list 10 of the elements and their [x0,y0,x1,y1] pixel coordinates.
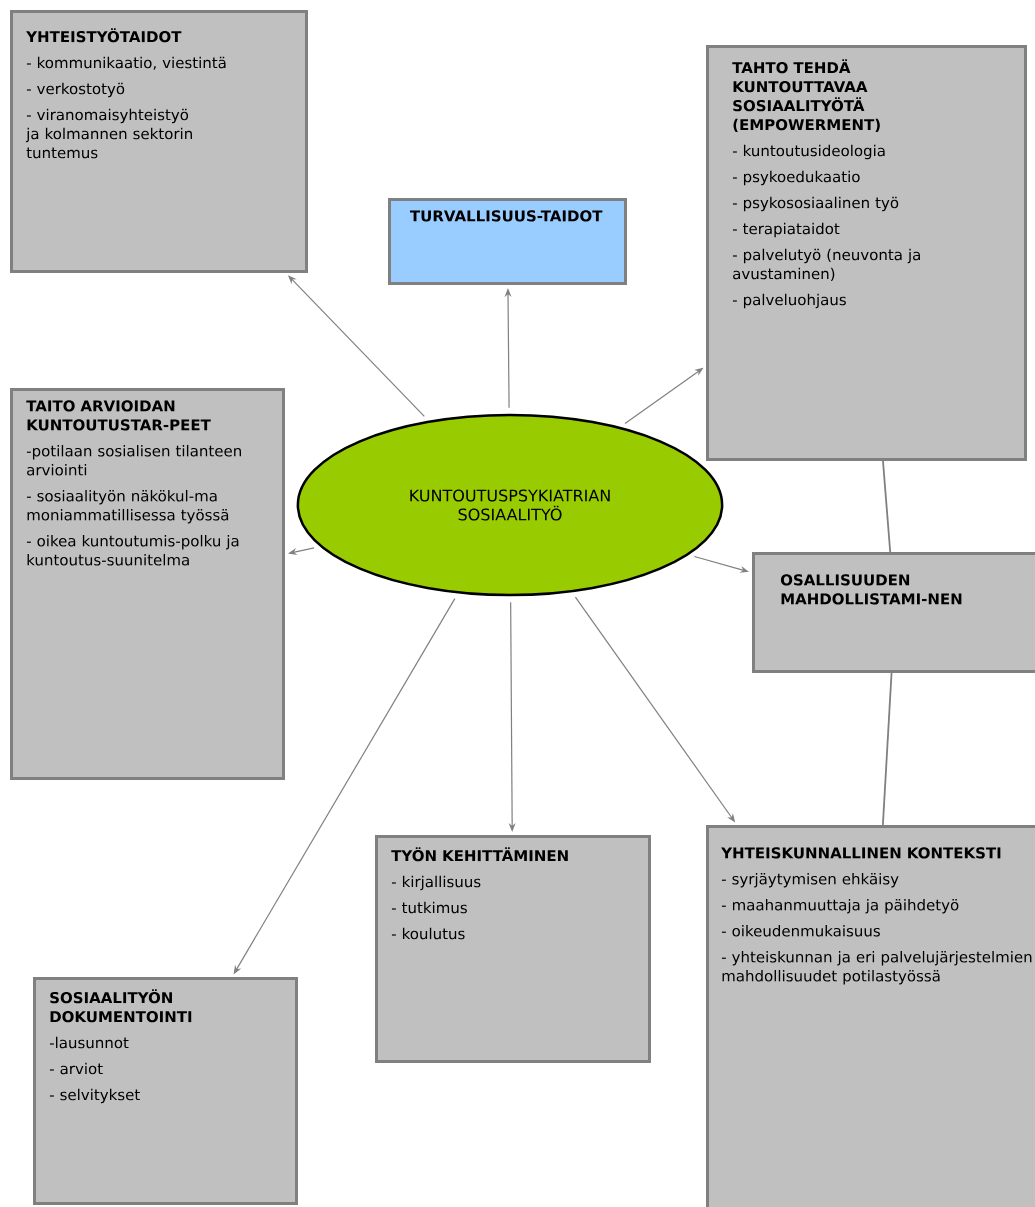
text-box: YHTEISKUNNALLINEN KONTEKSTI - syrjäytymisen ehkäisy - maahanmuuttaja ja päihdetyö - oikeudenmukaisuus - yhteiskunnan ja eri palvelujärjestelmien mahdollisuudet potilastyössä [706,825,1035,1207]
text-box: SOSIAALITYÖN DOKUMENTOINTI -lausunnot - arviot - selvitykset [33,977,298,1205]
connector-line [882,460,892,553]
text-box: TAITO ARVIOIDAN KUNTOUTUSTAR-PEET -potilaan sosialisen tilanteen arviointi - sosiaalityön näkökul-ma moniammatillisessa työssä - oikea kuntoutumis-polku ja kuntoutus-suunitelma [10,388,285,780]
text-box: TAHTO TEHDÄ KUNTOUTTAVAA SOSIAALITYÖTÄ (EMPOWERMENT) - kuntoutusideologia - psykoedukaatio - psykososiaalinen työ - terapiataidot - palvelutyö (neuvonta ja avustaminen) - palveluohjaus [706,45,1027,461]
text-box: TYÖN KEHITTÄMINEN - kirjallisuus - tutkimus - koulutus [375,835,651,1063]
text-box: OSALLISUUDEN MAHDOLLISTAMI-NEN [752,552,1035,673]
text-box: TURVALLISUUS-TAIDOT [388,198,627,285]
text-box: YHTEISTYÖTAIDOT - kommunikaatio, viestintä - verkostotyö - viranomaisyhteistyö ja kolmannen sektorin tuntemus [10,10,308,273]
connector-line [882,672,893,826]
